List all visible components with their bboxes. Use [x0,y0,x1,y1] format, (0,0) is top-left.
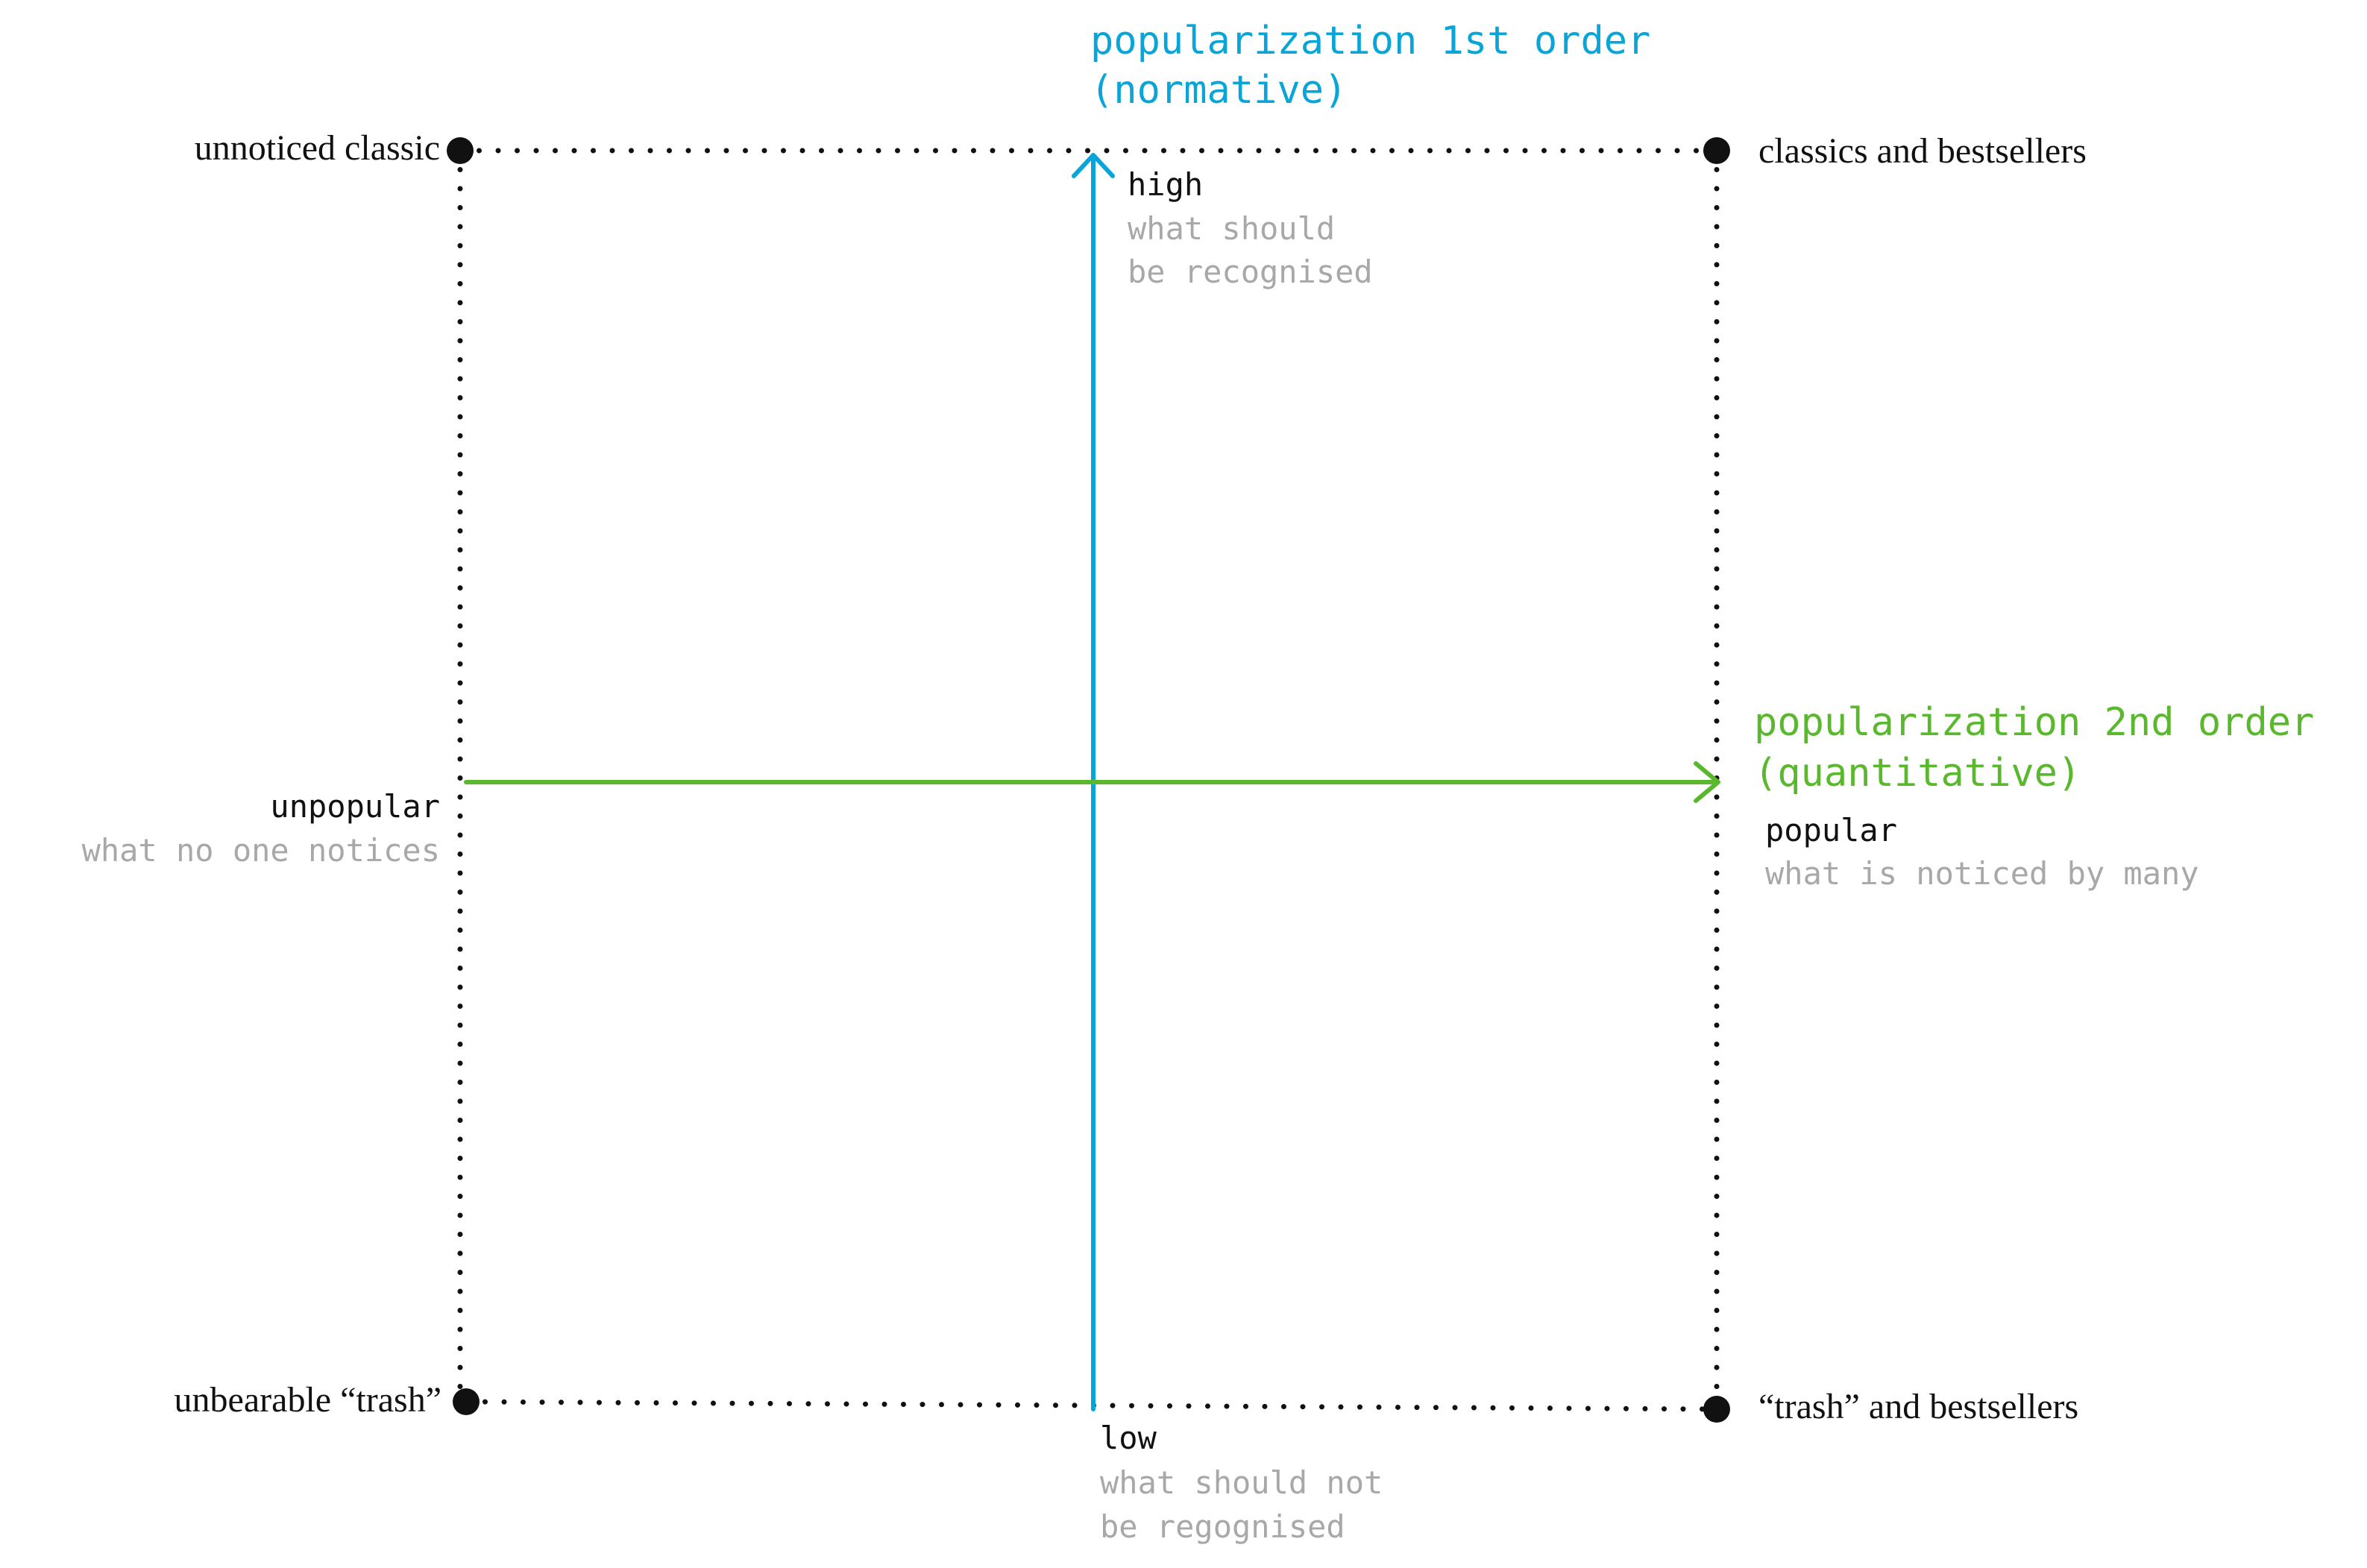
corner-dot-top-left [447,137,474,164]
horizontal-axis-title-line2: (quantitative) [1754,751,2081,796]
high-label: high [1128,166,1203,203]
vertical-axis-title-line2: (normative) [1090,68,1347,113]
high-description-line1: what should [1128,210,1335,247]
low-description-line2: be regognised [1100,1508,1345,1545]
corner-dot-bottom-right [1703,1396,1730,1423]
corner-dot-top-right [1703,137,1730,164]
low-description-line1: what should not [1100,1464,1383,1501]
horizontal-axis-title-line1: popularization 2nd order [1754,700,2314,745]
low-label: low [1100,1420,1157,1456]
unpopular-description: what no one notices [82,832,440,869]
high-description-line2: be recognised [1128,254,1373,290]
corner-dot-bottom-left [453,1388,480,1415]
corner-label-top-left: unnoticed classic [195,128,440,168]
corner-label-bottom-left: unbearable “trash” [175,1380,441,1420]
vertical-axis-arrowhead [1072,153,1115,178]
vertical-axis-title-line1: popularization 1st order [1090,19,1650,63]
popular-label: popular [1765,812,1897,848]
popular-description: what is noticed by many [1765,855,2199,892]
unpopular-label: unpopular [270,788,440,825]
horizontal-axis [464,761,1720,803]
corner-label-bottom-right: “trash” and bestsellers [1758,1387,2078,1426]
corner-label-top-right: classics and bestsellers [1758,131,2087,171]
horizontal-axis-arrowhead [1694,761,1720,803]
